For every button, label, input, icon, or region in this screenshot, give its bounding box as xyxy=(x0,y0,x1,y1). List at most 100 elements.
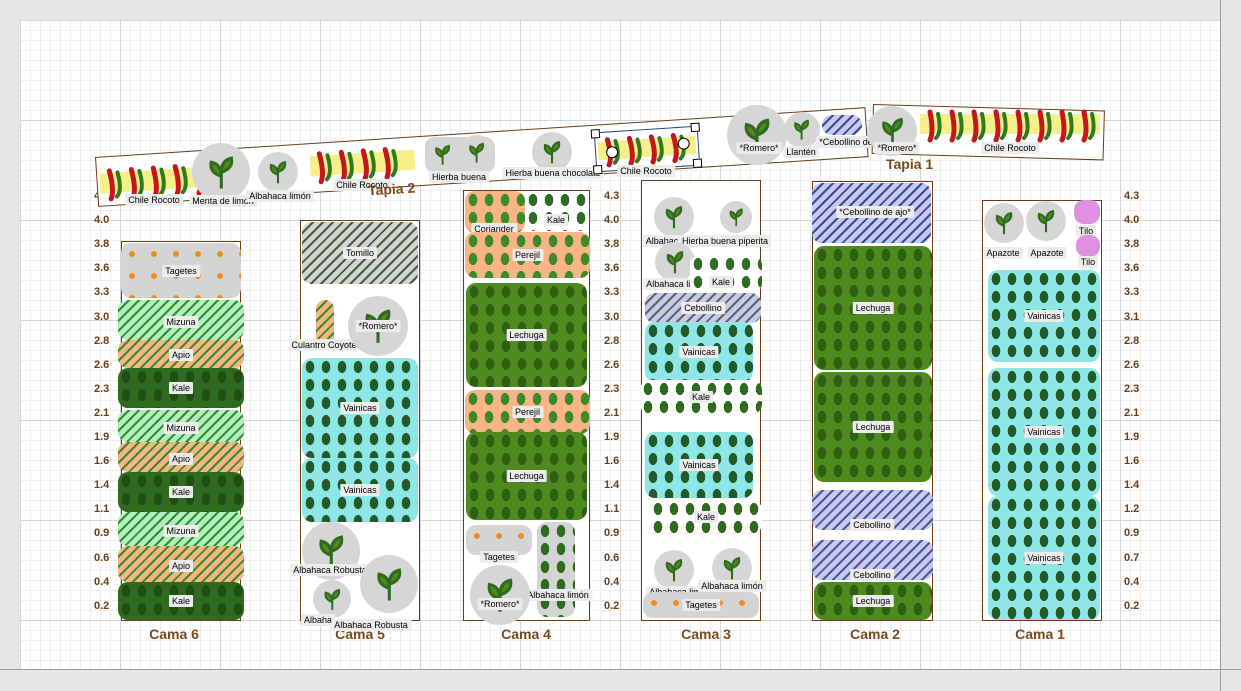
herb-llanten[interactable] xyxy=(784,112,820,148)
scale-left-tick: 3.3 xyxy=(94,286,110,299)
herb-albahaca-4-label: Albahaca limón xyxy=(698,580,766,592)
plot-vainicas-1-label: Vainicas xyxy=(679,346,719,358)
scale-right-tick: 0.2 xyxy=(1124,599,1140,612)
herb-hierba-buena-2[interactable] xyxy=(459,135,495,171)
plot-lechuga-1-label: Lechuga xyxy=(852,302,894,314)
scale-left-tick: 4.0 xyxy=(94,214,110,227)
bed-title: Cama 3 xyxy=(681,626,731,642)
chile-group-2[interactable] xyxy=(309,140,416,187)
herb-romero[interactable] xyxy=(727,105,787,165)
scale-left-tick: 3.6 xyxy=(94,262,110,275)
plot-vainicas-1-label: Vainicas xyxy=(340,402,380,414)
scale-mid-tick: 0.2 xyxy=(604,599,620,612)
scale-left-tick: 3.8 xyxy=(94,238,110,251)
plot-lechuga-2-label: Lechuga xyxy=(506,470,547,482)
scale-mid-tick: 2.1 xyxy=(604,406,620,419)
plot-tagetes[interactable] xyxy=(643,592,759,618)
herb-apazote-2-label: Apazote xyxy=(1027,247,1067,259)
tapia-2-chile-label-1: Chile Rocoto xyxy=(125,194,183,206)
herb-romero[interactable] xyxy=(470,565,530,625)
plot-albahaca[interactable] xyxy=(537,522,575,617)
herb-albahaca-3-label: Albahaca Robusta xyxy=(331,619,411,631)
selection-handle[interactable] xyxy=(592,164,603,175)
scale-left-tick: 1.6 xyxy=(94,455,110,468)
scale-mid-tick: 0.6 xyxy=(604,551,620,564)
herb-albahaca-3[interactable] xyxy=(654,550,694,590)
vertical-scrollbar[interactable] xyxy=(1220,0,1241,691)
chile-group-3[interactable] xyxy=(597,127,697,169)
herb-hierba-buena-1[interactable] xyxy=(425,137,461,173)
chile-group-4[interactable] xyxy=(920,104,1100,144)
plot-tilo-1-label: Tilo xyxy=(1075,225,1097,237)
selection-handle[interactable] xyxy=(692,158,703,169)
plot-cebollino-ajo-label: *Cebollino de ajo* xyxy=(836,206,914,218)
herb-albahaca-3[interactable] xyxy=(360,555,418,613)
herb-hierba-buena[interactable] xyxy=(720,201,752,233)
herb-romero-label: *Romero* xyxy=(477,598,523,610)
scale-mid-tick: 3.6 xyxy=(604,262,620,275)
tapia-2-chile-label-3: Chile Rocoto xyxy=(617,165,675,177)
scale-left-tick: 2.1 xyxy=(94,406,110,419)
plot-row-3-label: Mizuna xyxy=(163,421,199,434)
plot-cebollino-1-label: Cebollino xyxy=(850,519,894,531)
scale-left-tick: 0.4 xyxy=(94,575,110,588)
herb-albahaca-label: Albahaca limón xyxy=(246,190,314,202)
tapia-2-chile-label-2: Chile Rocoto xyxy=(333,179,391,191)
plot-kale-3-label: Kale xyxy=(693,511,719,523)
scale-mid-tick: 4.0 xyxy=(604,214,620,227)
plot-row-7-label: Apio xyxy=(168,559,194,572)
plot-culantro[interactable] xyxy=(316,300,334,348)
herb-hierba-buena-label: Hierba buena piperita xyxy=(678,235,772,247)
herb-apazote-1-label: Apazote xyxy=(983,247,1023,259)
plot-tilo-1[interactable] xyxy=(1074,200,1100,224)
plot-kale[interactable] xyxy=(525,191,589,231)
scale-right-tick: 0.9 xyxy=(1124,527,1140,540)
plot-cebollino-label: Cebollino xyxy=(681,302,725,314)
plot-cebollino-de[interactable] xyxy=(822,115,862,135)
herb-apazote-2[interactable] xyxy=(1026,201,1066,241)
plot-row-2-label: Kale xyxy=(168,382,194,394)
herb-apazote-1[interactable] xyxy=(984,203,1024,243)
herb-albahaca-2[interactable] xyxy=(655,242,695,282)
herb-hierba-buena-chocolate[interactable] xyxy=(532,132,572,172)
plot-row-2[interactable] xyxy=(118,368,244,408)
scale-right-tick: 0.4 xyxy=(1124,575,1140,588)
scale-right-tick: 3.6 xyxy=(1124,262,1140,275)
scale-mid-tick: 0.9 xyxy=(604,527,620,540)
plot-culantro-label: Culantro Coyote xyxy=(288,339,360,351)
plot-cebollino-de-label: *Cebollino de xyxy=(816,136,876,148)
scale-mid-tick: 3.0 xyxy=(604,310,620,323)
plot-tagetes-label: Tagetes xyxy=(682,599,720,611)
scale-right-tick: 2.3 xyxy=(1124,382,1140,395)
herb-romero-label: *Romero* xyxy=(736,142,782,154)
herb-menta[interactable] xyxy=(192,143,250,201)
scale-left-tick: 2.3 xyxy=(94,382,110,395)
plot-tilo-2-label: Tilo xyxy=(1077,256,1099,268)
plot-tilo-2[interactable] xyxy=(1076,235,1100,257)
selection-handle[interactable] xyxy=(590,129,601,139)
scale-right-tick: 2.8 xyxy=(1124,334,1140,347)
selection-rotate-handle[interactable] xyxy=(677,137,691,150)
bed-title: Cama 2 xyxy=(850,626,900,642)
selection-rotate-handle[interactable] xyxy=(605,145,619,159)
scale-mid-tick: 4.3 xyxy=(604,190,620,202)
plot-vainicas-2[interactable] xyxy=(302,458,418,522)
plot-row-0[interactable] xyxy=(118,300,244,340)
selection-handle[interactable] xyxy=(690,122,700,133)
scale-right-tick: 3.8 xyxy=(1124,238,1140,251)
plot-kale-1-label: Kale xyxy=(708,276,734,288)
scale-right-tick: 3.3 xyxy=(1124,286,1140,299)
scale-left-tick: 3.0 xyxy=(94,310,110,323)
herb-romero-t1-label: *Romero* xyxy=(874,142,920,154)
herb-menta-label: Menta de limón xyxy=(189,195,257,207)
plot-tagetes-label: Tagetes xyxy=(162,264,200,277)
herb-albahaca[interactable] xyxy=(258,152,298,192)
herb-romero-label: *Romero* xyxy=(355,320,401,332)
plot-tagetes[interactable] xyxy=(466,525,532,555)
bed-title: Cama 4 xyxy=(501,626,551,642)
plot-lechuga-3[interactable] xyxy=(814,582,932,620)
herb-albahaca-2[interactable] xyxy=(313,580,351,618)
herb-albahaca-1[interactable] xyxy=(654,197,694,237)
plot-tomillo-label: Tomillo xyxy=(342,247,378,259)
